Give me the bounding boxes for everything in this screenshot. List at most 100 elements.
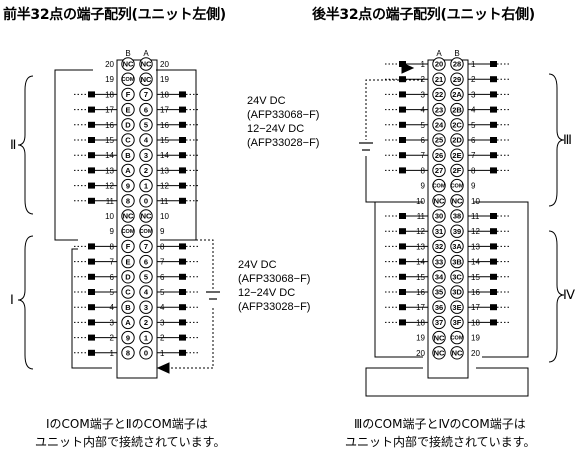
terminal-label: A bbox=[125, 166, 131, 175]
terminal-label: 4 bbox=[144, 136, 149, 145]
terminal-label: 7 bbox=[144, 90, 148, 99]
terminal-label: NC bbox=[123, 212, 134, 221]
load-left bbox=[399, 289, 406, 295]
terminal-label: 34 bbox=[435, 273, 444, 282]
load-right bbox=[490, 76, 497, 83]
terminal-circle bbox=[139, 87, 153, 102]
terminal-circle bbox=[139, 346, 153, 360]
terminal-circle bbox=[121, 148, 135, 162]
terminal-circle bbox=[450, 254, 464, 269]
load-left bbox=[88, 106, 95, 113]
terminal-circle bbox=[139, 118, 153, 132]
terminal-circle bbox=[121, 178, 135, 193]
load-right bbox=[179, 137, 186, 143]
load-left bbox=[88, 289, 95, 295]
terminal-circle bbox=[121, 194, 135, 208]
terminal-label: 25 bbox=[435, 136, 443, 145]
left-supply-line-1: 24V DC bbox=[238, 259, 277, 271]
terminal-circle bbox=[432, 163, 446, 178]
load-left bbox=[399, 304, 406, 311]
terminal-circle bbox=[450, 118, 464, 132]
terminal-label: NC bbox=[452, 349, 463, 358]
pin-number-right: 19 bbox=[471, 334, 480, 343]
terminal-circle bbox=[450, 57, 464, 71]
terminal-circle bbox=[139, 254, 153, 269]
terminal-circle bbox=[121, 133, 135, 147]
pin-number-right: 9 bbox=[471, 182, 476, 191]
load-right bbox=[179, 289, 186, 295]
terminal-circle bbox=[121, 254, 135, 269]
terminal-label: 28 bbox=[453, 60, 461, 69]
load-right bbox=[490, 304, 497, 311]
right-supply-line-2: (AFP33068−F) bbox=[247, 109, 319, 121]
terminal-circle bbox=[139, 57, 153, 71]
pin-number-left: 20 bbox=[105, 60, 114, 69]
terminal-label: 2 bbox=[144, 166, 148, 175]
column-header-b: B bbox=[454, 49, 459, 58]
terminal-label: 22 bbox=[435, 90, 443, 99]
load-left bbox=[88, 319, 95, 326]
terminal-circle bbox=[432, 133, 446, 147]
terminal-circle bbox=[450, 270, 464, 284]
right-supply-line-4: (AFP33028−F) bbox=[247, 137, 319, 149]
load-left bbox=[88, 243, 95, 250]
terminal-label: 39 bbox=[453, 227, 461, 236]
terminal-label: 30 bbox=[435, 212, 443, 221]
left-note-line-1: ⅠのCOM端子とⅡのCOM端子は bbox=[46, 417, 208, 431]
terminal-label: 9 bbox=[126, 181, 130, 190]
load-right bbox=[490, 106, 497, 113]
terminal-label: 38 bbox=[453, 212, 461, 221]
load-left bbox=[399, 319, 406, 326]
left-supply-line-3: 12−24V DC bbox=[238, 287, 295, 299]
terminal-label: 7 bbox=[144, 242, 148, 251]
load-left bbox=[88, 167, 95, 174]
terminal-label: 3E bbox=[452, 303, 461, 312]
terminal-label: 29 bbox=[453, 75, 461, 84]
pin-number-left: 20 bbox=[416, 349, 425, 358]
terminal-label: 3A bbox=[452, 242, 462, 251]
brace-upper-right bbox=[548, 73, 565, 207]
terminal-circle bbox=[121, 209, 135, 223]
load-right bbox=[179, 243, 186, 250]
load-left bbox=[399, 228, 406, 235]
terminal-label: NC bbox=[141, 75, 152, 84]
load-right bbox=[179, 319, 186, 326]
load-right bbox=[179, 121, 186, 128]
load-right bbox=[490, 61, 497, 67]
terminal-label: NC bbox=[434, 197, 445, 206]
terminal-label: 2B bbox=[452, 105, 462, 114]
terminal-label: COM bbox=[140, 229, 153, 235]
terminal-label: COM bbox=[122, 77, 135, 83]
terminal-circle bbox=[139, 133, 153, 147]
load-right bbox=[490, 273, 497, 280]
load-right bbox=[490, 289, 497, 295]
terminal-label: 8 bbox=[126, 197, 130, 206]
terminal-circle bbox=[432, 315, 446, 330]
load-right bbox=[179, 304, 186, 311]
terminal-label: COM bbox=[433, 184, 446, 190]
load-right bbox=[179, 197, 186, 204]
terminal-circle bbox=[450, 102, 464, 117]
terminal-circle bbox=[450, 133, 464, 147]
terminal-circle bbox=[432, 118, 446, 132]
terminal-label: 37 bbox=[435, 318, 443, 327]
terminal-label: D bbox=[125, 121, 131, 130]
group-label-i: Ⅰ bbox=[10, 292, 14, 307]
left-supply-line-4: (AFP33028−F) bbox=[238, 301, 310, 313]
terminal-label: 2A bbox=[452, 90, 462, 99]
terminal-label: B bbox=[125, 303, 131, 312]
terminal-circle bbox=[121, 72, 135, 86]
load-right bbox=[490, 137, 497, 143]
terminal-circle bbox=[121, 57, 135, 71]
brace-upper-left bbox=[17, 75, 34, 215]
terminal-label: 31 bbox=[435, 227, 443, 236]
terminal-circle bbox=[121, 163, 135, 178]
terminal-circle bbox=[139, 224, 153, 238]
load-left bbox=[399, 213, 406, 219]
terminal-circle bbox=[432, 57, 446, 71]
terminal-circle bbox=[432, 194, 446, 208]
load-left bbox=[88, 91, 95, 98]
column-header-a: A bbox=[143, 49, 149, 58]
left-title: 前半32点の端子配列(ユニット左側) bbox=[3, 6, 226, 23]
